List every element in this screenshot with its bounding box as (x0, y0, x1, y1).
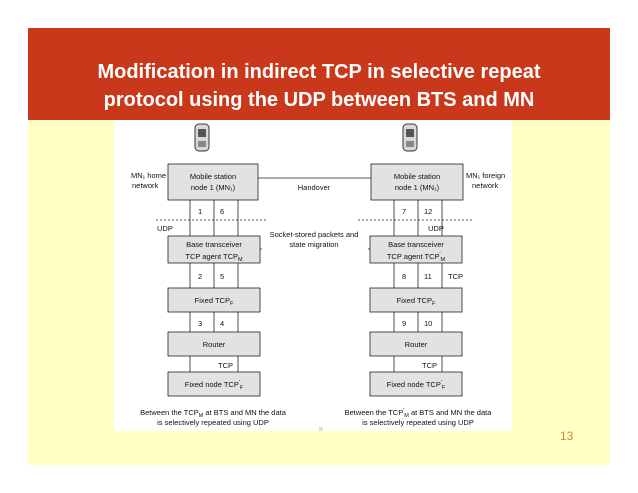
right-caption-line-2: is selectively repeated using UDP (362, 418, 474, 427)
right-port-low-2: 10 (424, 319, 432, 328)
left-network-label-line-1: MN₁ home (131, 171, 166, 180)
right-port-top-2: 12 (424, 207, 432, 216)
left-port-top-1: 1 (198, 207, 202, 216)
right-bts-line-2: TCP agent TCP′M (387, 252, 446, 263)
left-connector-lines (189, 200, 239, 372)
slide-title-line-2: protocol using the UDP between BTS and M… (103, 89, 535, 111)
left-bts-line-1: Base transceiver (186, 240, 242, 249)
left-mobile-phone-icon (194, 123, 210, 152)
itcp-diagram-figure: MN₁ home network MN₁ foreign network Mob… (114, 120, 512, 431)
left-router-label: Router (203, 340, 226, 349)
right-fixed-tcp-box (369, 287, 463, 313)
right-mobile-station-line-1: Mobile station (394, 172, 440, 181)
left-port-top-2: 6 (220, 207, 224, 216)
left-mobile-station-box (167, 163, 259, 201)
left-tcp-label: TCP (218, 361, 233, 370)
handover-label: Handover (298, 183, 331, 192)
right-router-label: Router (405, 340, 428, 349)
right-fixed-tcp-label: Fixed TCPF (397, 296, 436, 307)
left-mobile-station-line-1: Mobile station (190, 172, 236, 181)
itcp-diagram-svg: MN₁ home network MN₁ foreign network Mob… (131, 123, 505, 427)
left-port-mid-1: 2 (198, 272, 202, 281)
left-fixed-node-box (167, 371, 261, 397)
left-caption-line-2: is selectively repeated using UDP (157, 418, 269, 427)
left-fixed-tcp-label: Fixed TCPF (195, 296, 234, 307)
right-caption-line-1: Between the TCP′M at BTS and MN the data (345, 408, 493, 419)
right-mobile-station-line-2: node 1 (MN₁) (395, 183, 440, 192)
page-number: 13 (560, 429, 574, 443)
right-port-top-1: 7 (402, 207, 406, 216)
left-bts-line-2: TCP agent TCPM (185, 252, 243, 263)
left-udp-label: UDP (157, 224, 173, 233)
right-port-mid-1: 8 (402, 272, 406, 281)
right-udp-label: UDP (428, 224, 444, 233)
right-mobile-phone-icon (402, 123, 418, 152)
left-port-mid-2: 5 (220, 272, 224, 281)
left-network-label-line-2: network (132, 181, 159, 190)
socket-label-line-1: Socket-stored packets and (270, 230, 359, 239)
left-router-box (167, 331, 261, 357)
right-connector-lines (393, 200, 443, 372)
left-fixed-tcp-box (167, 287, 261, 313)
right-mobile-station-box (370, 163, 464, 201)
socket-label-bg (262, 228, 368, 250)
left-port-low-2: 4 (220, 319, 224, 328)
socket-label-line-2: state migration (289, 240, 338, 249)
left-mobile-station-line-2: node 1 (MN₁) (191, 183, 236, 192)
right-router-box (369, 331, 463, 357)
slide-title-line-1: Modification in indirect TCP in selectiv… (97, 61, 541, 83)
right-fixed-node-label: Fixed node TCP′F (387, 380, 446, 391)
left-fixed-node-label: Fixed node TCP′F (185, 380, 244, 391)
right-tcp-label: TCP (422, 361, 437, 370)
left-port-low-1: 3 (198, 319, 202, 328)
right-bts-box (369, 235, 463, 264)
title-band: Modification in indirect TCP in selectiv… (28, 28, 610, 120)
right-network-label-line-2: network (472, 181, 499, 190)
right-tcp-side-label: TCP (448, 272, 463, 281)
right-port-low-1: 9 (402, 319, 406, 328)
right-port-mid-2: 11 (424, 272, 432, 281)
right-fixed-node-box (369, 371, 463, 397)
right-bts-line-1: Base transceiver (388, 240, 444, 249)
left-bts-box (167, 235, 261, 264)
faint-mark (319, 427, 323, 431)
right-network-label-line-1: MN₁ foreign (466, 171, 505, 180)
left-caption-line-1: Between the TCPM at BTS and MN the data (140, 408, 287, 419)
